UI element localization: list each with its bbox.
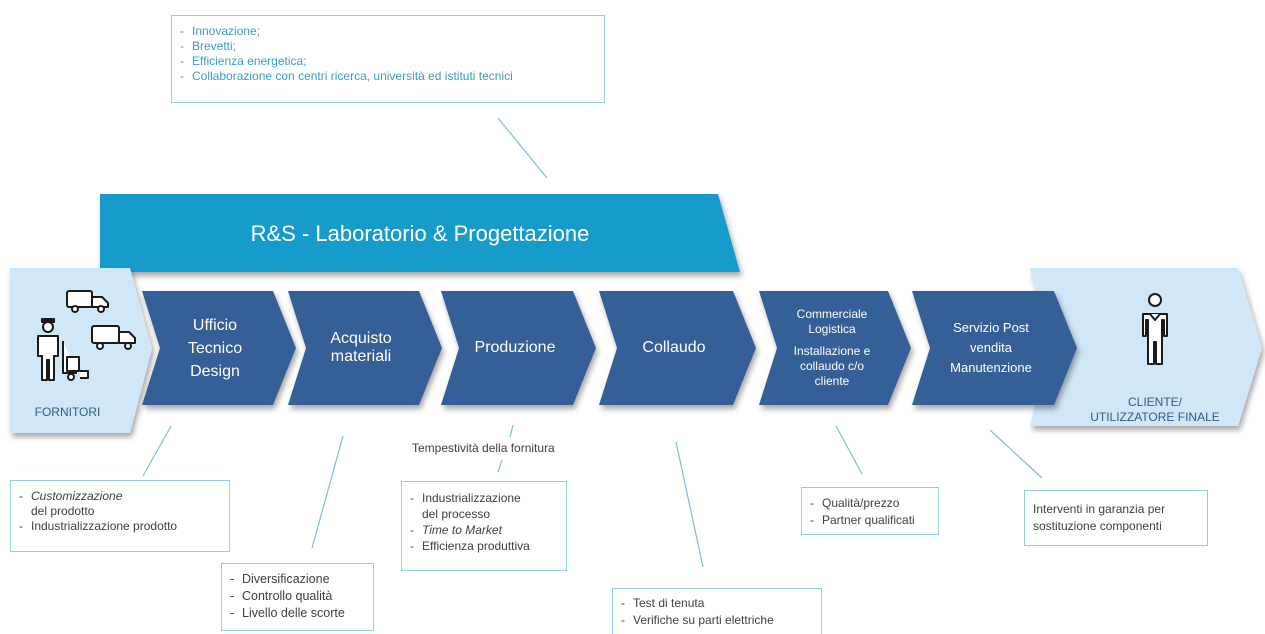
production-note: Industrializzazione del processo Time to… [401,481,567,571]
stage-label-commercial: Commerciale Logistica Installazione e co… [777,295,887,401]
commercial-note-item: Qualità/prezzo [810,495,930,512]
customer-label-line2: UTILIZZATORE FINALE [1090,410,1220,424]
purchase-note-item: Livello delle scorte [230,605,365,622]
customer-label-line1: CLIENTE/ [1127,395,1182,409]
purchase-note-item: Diversificazione [230,571,365,588]
rd-note-item: Innovazione; [180,24,596,39]
stage-label-production: Produzione [459,295,571,401]
commercial-note: Qualità/prezzo Partner qualificati [801,487,939,535]
design-note-item: Industrializzazione prodotto [19,519,221,534]
chevron-testing [599,291,756,405]
stage-label-testing: Collaudo [617,295,731,401]
stage-line: Ufficio [192,316,238,334]
rd-connector [497,117,548,179]
stage-line: Installazione e [793,344,871,358]
stage-line: cliente [814,374,850,388]
customer-person-icon [1142,293,1168,365]
stage-line: collaudo c/o [799,359,865,373]
chevron-service [912,291,1077,405]
stage-label-purchase: Acquisto materiali [306,295,416,401]
rd-banner-title: R&S - Laboratorio & Progettazione [250,221,590,246]
purchase-connector [311,435,344,549]
testing-note-item: Verifiche su parti elettriche [621,612,813,629]
chevron-production [441,291,596,405]
stage-label-design: Ufficio Tecnico Design [160,295,270,401]
service-note-line: sostituzione componenti [1033,519,1162,533]
rd-banner [100,194,740,272]
service-note: Interventi in garanzia per sostituzione … [1024,490,1208,546]
production-note-italic: Time to Market [422,523,502,537]
testing-note-item: Test di tenuta [621,595,813,612]
design-note-rest: del prodotto [31,504,95,518]
suppliers-block [10,268,152,433]
stage-line: vendita [970,340,1012,355]
service-connector [989,429,1043,479]
customer-block [1030,268,1262,426]
stage-line: Collaudo [642,339,706,356]
chevron-design [142,291,296,405]
commercial-note-item: Partner qualificati [810,512,930,529]
production-note-item: Industrializzazione del processo [410,490,558,522]
rd-note-item: Efficienza energetica; [180,54,596,69]
design-note: Customizzazione del prodotto Industriali… [10,480,230,552]
stage-line: Manutenzione [950,360,1032,375]
stage-line: Produzione [474,339,556,356]
rd-note: Innovazione; Brevetti; Efficienza energe… [171,15,605,103]
stage-line: Logistica [808,322,856,336]
production-note-line: del processo [422,507,491,521]
stage-line: Commerciale [796,307,868,321]
stage-line: Servizio Post [953,320,1029,335]
stage-line: materiali [330,348,392,365]
production-note-item: Efficienza produttiva [410,538,558,554]
production-connector-top [509,424,514,438]
stage-label-service: Servizio Post vendita Manutenzione [930,295,1052,401]
production-caption: Tempestività della fornitura [412,441,555,455]
rd-note-item: Brevetti; [180,39,596,54]
design-note-italic: Customizzazione [31,489,123,503]
purchase-note: Diversificazione Controllo qualità Livel… [221,563,374,631]
suppliers-label: FORNITORI [34,405,101,419]
production-note-item: Time to Market [410,522,558,538]
suppliers-delivery-icon [37,290,136,381]
service-note-line: Interventi in garanzia per [1033,502,1166,516]
design-note-item: Customizzazione del prodotto [19,489,221,519]
customer-label: CLIENTE/ UTILIZZATORE FINALE [1080,394,1230,426]
chevron-commercial [759,291,911,405]
production-connector-bottom [497,459,503,473]
testing-connector [675,441,704,568]
design-connector [142,425,172,477]
stage-line: Acquisto [330,330,392,347]
chevron-purchase [288,291,442,405]
production-note-line: Industrializzazione [422,491,521,505]
stage-line: Tecnico [187,339,243,357]
testing-note: Test di tenuta Verifiche su parti elettr… [612,588,822,634]
rd-note-item: Collaborazione con centri ricerca, unive… [180,69,596,84]
purchase-note-item: Controllo qualità [230,588,365,605]
commercial-connector [835,425,863,475]
stage-line: Design [190,362,240,380]
